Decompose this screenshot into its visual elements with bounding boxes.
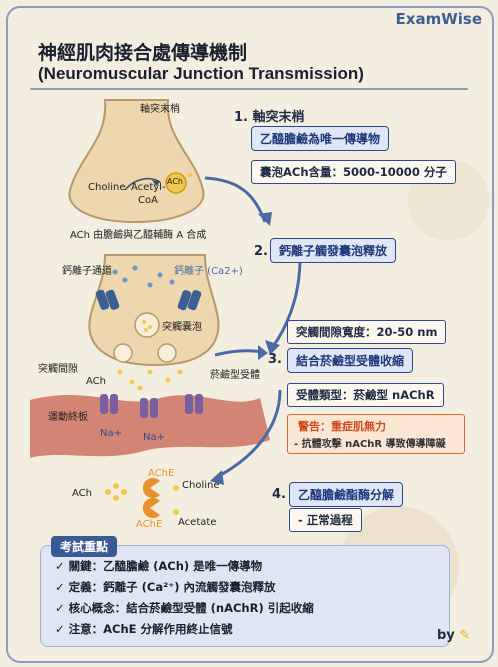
page-subtitle: (Neuromuscular Junction Transmission) xyxy=(38,64,364,83)
vesicle-fusing-right xyxy=(157,343,177,363)
label-ache-bottom: AChE xyxy=(136,519,163,530)
label-ach-bottom: ACh xyxy=(72,488,92,499)
step-1-pill: 乙醯膽鹼為唯一傳導物 xyxy=(251,126,390,151)
label-na-1: Na+ xyxy=(100,428,122,439)
label-choline-out: Choline xyxy=(182,480,220,491)
label-ca-channel: 鈣離子通道 xyxy=(62,266,112,277)
arrow-step2-head xyxy=(265,340,280,355)
ache-enzyme-top xyxy=(142,478,160,498)
label-acetyl: Acetyl- xyxy=(131,182,166,193)
label-ach: ACh xyxy=(86,376,106,387)
synthesis-arrow xyxy=(124,177,161,191)
step-3-box: 受體類型：菸鹼型 nAChR xyxy=(287,383,444,407)
myasthenia-warning: 警告：重症肌無力 - 抗體攻擊 nAChR 導致傳導障礙 xyxy=(287,414,465,454)
label-ach-dot: ACh xyxy=(167,177,183,186)
label-synaptic-vesicle: 突觸囊泡 xyxy=(162,322,202,333)
step-4-box: - 正常過程 xyxy=(289,508,362,532)
exam-item: ✓ 核心概念：結合菸鹼型受體 (nAChR) 引起收縮 xyxy=(55,601,314,615)
exam-item: ✓ 關鍵：乙醯膽鹼 (ACh) 是唯一傳導物 xyxy=(55,559,263,573)
step-2-pill: 鈣離子觸發囊泡釋放 xyxy=(270,238,397,263)
step-4-number: 4. xyxy=(272,487,286,502)
label-nicotinic-receptor: 菸鹼型受體 xyxy=(210,370,260,381)
arrow-step3-to-step4 xyxy=(214,389,282,480)
synthesis-arrow-head xyxy=(152,180,160,186)
arrow-step2-to-step3 xyxy=(270,257,302,349)
choline-fragment xyxy=(173,485,179,491)
brand-logo: ExamWise xyxy=(395,10,482,28)
ach-dot xyxy=(188,173,192,177)
vesicle-ach xyxy=(142,320,152,332)
ache-enzyme-bottom xyxy=(142,498,160,519)
label-na-2: Na+ xyxy=(143,432,165,443)
label-ache-top: AChE xyxy=(148,468,175,479)
arrow-step3-head xyxy=(210,470,224,485)
label-coa: CoA xyxy=(138,195,158,206)
calcium-ions xyxy=(112,265,175,288)
byline: by ✎ xyxy=(437,628,470,643)
presynaptic-terminal-shape xyxy=(88,254,220,367)
ach-released xyxy=(117,369,183,391)
acetate-fragment xyxy=(173,509,179,515)
step-3-pill: 結合菸鹼型受體收縮 xyxy=(287,348,414,373)
arrow-step1-head xyxy=(258,212,272,226)
exam-key-points: 考試重點 ✓ 關鍵：乙醯膽鹼 (ACh) 是唯一傳導物 ✓ 定義：鈣離子 (Ca… xyxy=(40,536,450,647)
page-frame xyxy=(6,6,494,663)
step-1-heading: 1. 軸突末梢 xyxy=(234,110,305,125)
label-acetate: Acetate xyxy=(178,517,217,528)
arrow-diagram-to-step3 xyxy=(214,349,263,357)
title-divider xyxy=(30,88,468,90)
exam-item: ✓ 定義：鈣離子 (Ca²⁺) 內流觸發囊泡釋放 xyxy=(55,580,276,594)
step-4-pill: 乙醯膽鹼酯酶分解 xyxy=(289,482,404,507)
label-synaptic-cleft: 突觸間隙 xyxy=(38,364,78,375)
logo-icon: ✎ xyxy=(459,628,471,643)
label-ach-synthesis: ACh 由膽鹼與乙醯輔酶 A 合成 xyxy=(70,230,207,241)
exam-item: ✓ 注意：AChE 分解作用終止信號 xyxy=(55,622,233,636)
label-axon-terminal: 軸突末梢 xyxy=(140,104,180,115)
vesicle-fusing-left xyxy=(113,343,133,363)
label-ca-ion: 鈣離子 (Ca2+) xyxy=(174,266,243,277)
axon-terminal-shape xyxy=(68,99,205,224)
step-1-box: 囊泡ACh含量：5000-10000 分子 xyxy=(251,160,456,184)
cleft-width-box: 突觸間隙寬度：20-50 nm xyxy=(287,320,447,344)
calcium-channel-left xyxy=(95,289,120,310)
arrow-step1-to-step2 xyxy=(204,176,267,223)
label-choline: Choline xyxy=(88,182,126,193)
byline-text: by xyxy=(437,628,455,643)
label-motor-endplate: 運動終板 xyxy=(48,412,88,423)
warning-text: - 抗體攻擊 nAChR 導致傳導障礙 xyxy=(294,439,446,450)
ach-bottom-cluster xyxy=(105,483,127,501)
step-2-number: 2. xyxy=(254,244,268,259)
nicotinic-receptors xyxy=(100,394,203,418)
page-title: 神經肌肉接合處傳導機制 xyxy=(38,42,248,64)
muscle-endplate xyxy=(30,395,270,458)
exam-header: 考試重點 xyxy=(51,536,118,557)
arrow-diagram-head xyxy=(258,345,268,360)
step-3-number: 3. xyxy=(268,352,282,367)
calcium-channel-right xyxy=(177,290,202,311)
synaptic-vesicle xyxy=(134,312,160,338)
ach-synthesis-vesicle xyxy=(165,172,187,194)
warning-title: 警告：重症肌無力 xyxy=(298,420,386,433)
